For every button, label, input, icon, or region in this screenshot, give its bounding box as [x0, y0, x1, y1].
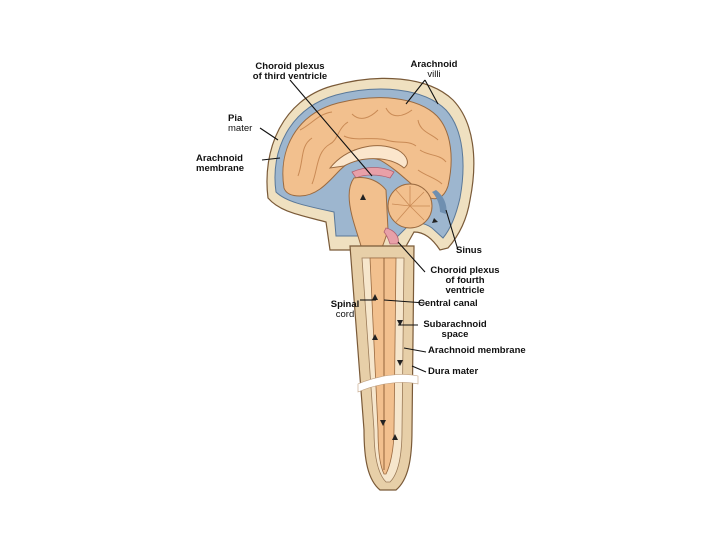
label-central-canal: Central canal: [418, 299, 478, 309]
label-spinal-cord: Spinal cord: [328, 300, 362, 320]
label-line: membrane: [196, 164, 244, 174]
label-sinus: Sinus: [456, 246, 482, 256]
label-arachnoid-membrane-bottom: Arachnoid membrane: [428, 346, 526, 356]
label-choroid-plexus-fourth-ventricle: Choroid plexus of fourth ventricle: [424, 266, 506, 296]
label-line: mater: [228, 124, 252, 134]
label-arachnoid-villi: Arachnoid villi: [400, 60, 468, 80]
label-dura-mater: Dura mater: [428, 367, 478, 377]
label-line: of third ventricle: [240, 72, 340, 82]
label-line: villi: [400, 70, 468, 80]
label-line: cord: [328, 310, 362, 320]
label-pia-mater: Pia mater: [228, 114, 252, 134]
label-line: ventricle: [424, 286, 506, 296]
label-subarachnoid-space: Subarachnoid space: [420, 320, 490, 340]
label-arachnoid-membrane-top: Arachnoid membrane: [196, 154, 244, 174]
label-line: space: [420, 330, 490, 340]
label-choroid-plexus-third-ventricle: Choroid plexus of third ventricle: [240, 62, 340, 82]
